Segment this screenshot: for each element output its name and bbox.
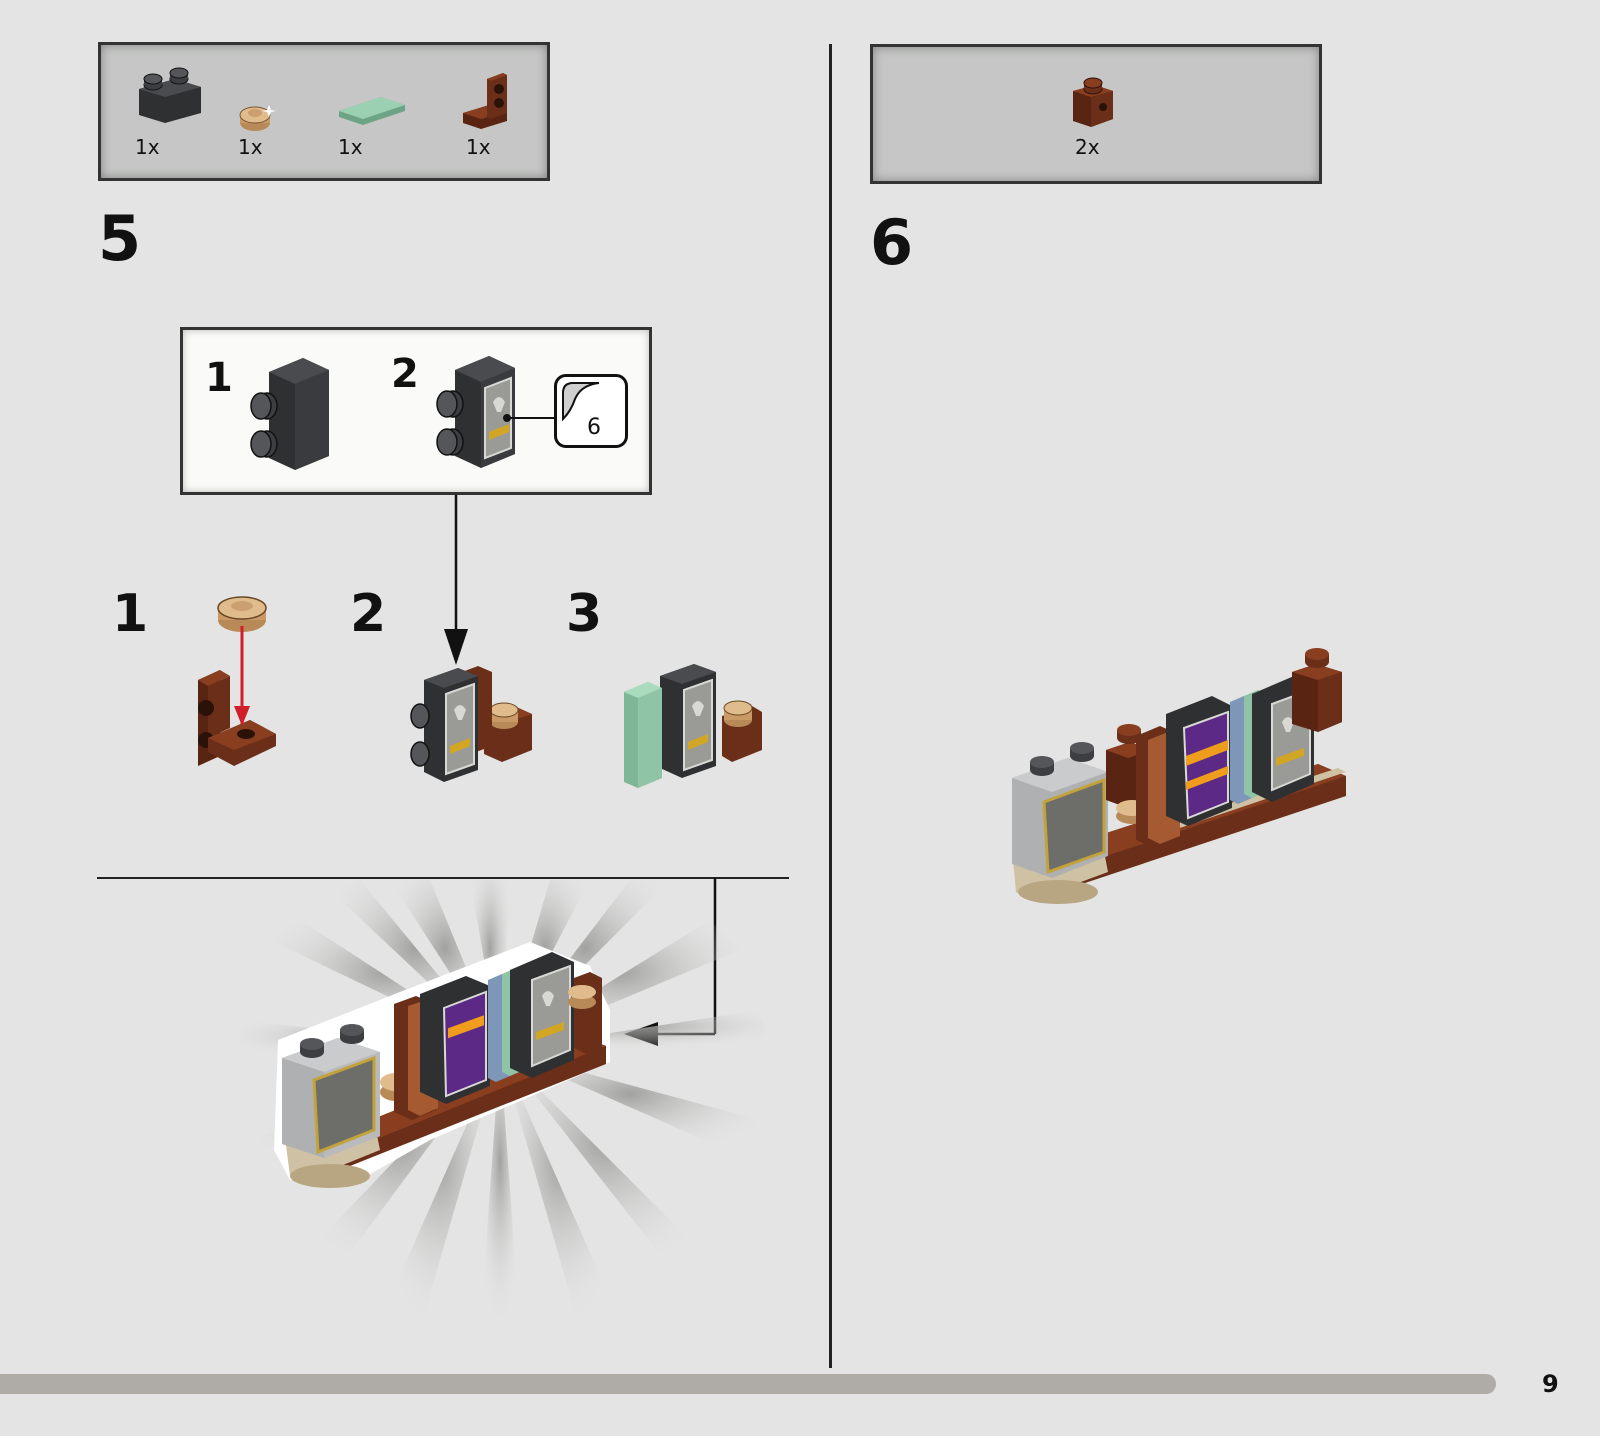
substep-1-illustration <box>190 596 290 786</box>
progress-bar <box>0 1374 1496 1394</box>
sticker-number: 6 <box>587 415 601 440</box>
sticker-connector-line <box>503 414 559 422</box>
part-qty: 1x <box>338 135 363 159</box>
step-number-6: 6 <box>870 212 913 274</box>
part-qty: 2x <box>1075 135 1100 159</box>
callout-step-2: 2 <box>391 354 419 394</box>
callout-arrow <box>444 495 468 665</box>
substep-3: 3 <box>566 588 602 640</box>
part-qty: 1x <box>135 135 160 159</box>
substep-2-illustration <box>404 666 544 796</box>
step6-parts-box: 2x <box>870 44 1322 184</box>
step-number-5: 5 <box>98 208 141 270</box>
black-2x1-brick-icon <box>135 67 205 127</box>
tan-round-plate-icon <box>237 101 277 135</box>
brown-1x1-brick-icon <box>1069 77 1117 133</box>
part-qty: 1x <box>466 135 491 159</box>
callout-step-1: 1 <box>205 358 233 398</box>
substep-2: 2 <box>350 588 386 640</box>
substep-3-illustration <box>622 662 772 796</box>
step5-parts-box: 1x 1x 1x 1x <box>98 42 550 181</box>
sticker-badge: 6 <box>554 374 628 448</box>
column-divider <box>829 44 832 1368</box>
brown-bracket-icon <box>461 69 511 133</box>
black-brick-with-sticker-icon <box>435 352 525 472</box>
substep-1: 1 <box>112 588 148 640</box>
step5-result-burst <box>240 880 780 1330</box>
sand-green-tile-icon <box>337 93 407 129</box>
part-qty: 1x <box>238 135 263 159</box>
sub-assembly-callout: 1 2 6 <box>180 327 652 495</box>
step6-result-model <box>1008 652 1348 912</box>
black-brick-side-icon <box>249 354 339 474</box>
page-number: 9 <box>1542 1370 1559 1398</box>
